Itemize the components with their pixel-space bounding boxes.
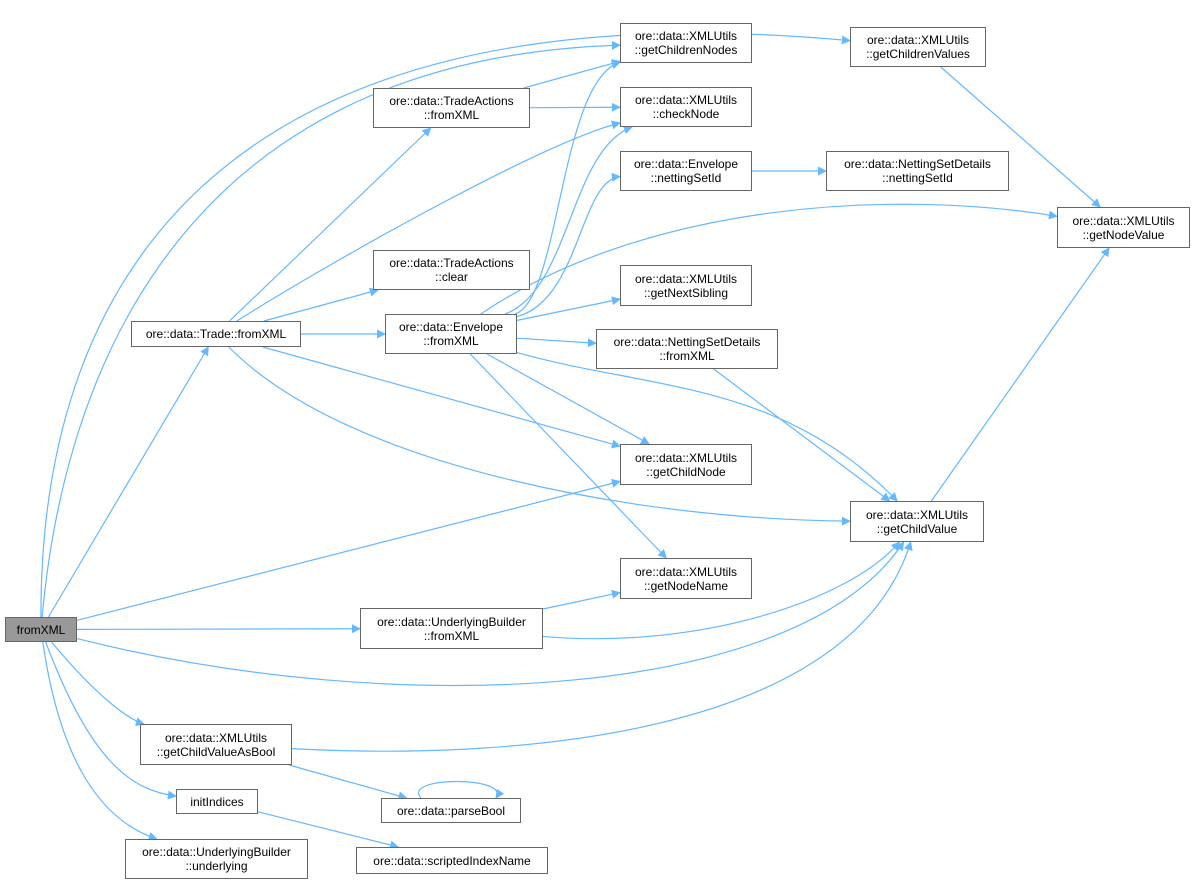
node-label: ore::data::XMLUtils (1072, 213, 1175, 228)
edge-trade-fromxml-to-get-child-node (262, 346, 621, 449)
node-label: ore::data::XMLUtils (634, 564, 738, 579)
node-label: ::checkNode (652, 107, 720, 121)
node-label: ore::data::XMLUtils (634, 450, 738, 465)
node-label: ore::data::Envelope (633, 157, 739, 171)
node-label: ::clear (435, 270, 468, 284)
node-get-children-values[interactable]: ore::data::XMLUtils::getChildrenValues (850, 27, 986, 67)
node-label: ::getChildrenNodes (634, 43, 738, 57)
node-label: ::nettingSetId (882, 171, 953, 185)
edge-get-child-value-as-bool-to-get-child-value (291, 541, 913, 752)
edge-root-to-get-child-node (76, 479, 621, 621)
edge-root-to-get-children-values (40, 32, 851, 618)
edge-env-fromxml-to-get-children-nodes (514, 60, 621, 315)
edge-trade-fromxml-to-ta-fromxml (229, 127, 432, 322)
edge-env-fromxml-to-get-node-name (469, 353, 667, 559)
edge-root-to-init-indices (45, 641, 177, 800)
edge-env-fromxml-to-nsd-fromxml (516, 337, 597, 348)
node-label: ::getNodeName (643, 578, 729, 593)
node-label: ::getChildrenValues (866, 47, 970, 61)
node-label: initIndices (190, 794, 244, 809)
edge-trade-fromxml-to-ta-clear (263, 287, 379, 322)
node-root: fromXML (5, 617, 77, 642)
edge-env-fromxml-to-check-node (504, 125, 633, 315)
node-ub-underlying[interactable]: ore::data::UnderlyingBuilder::underlying (125, 839, 308, 879)
edge-root-to-ub-underlying (42, 641, 158, 841)
node-label: ::underlying (185, 859, 248, 873)
node-label: ore::data::XMLUtils (634, 93, 738, 107)
node-ta-clear[interactable]: ore::data::TradeActions::clear (373, 250, 530, 290)
node-label: ::fromXML (423, 334, 479, 348)
node-label: ore::data::XMLUtils (866, 33, 970, 47)
node-label: ore::data::NettingSetDetails (613, 335, 761, 349)
node-ta-fromxml[interactable]: ore::data::TradeActions::fromXML (373, 88, 530, 128)
edge-root-to-trade-fromxml (47, 346, 209, 618)
node-label: ::fromXML (423, 108, 480, 122)
node-label: ore::data::parseBool (396, 803, 506, 818)
edge-root-to-get-child-value (76, 541, 905, 687)
node-label: ore::data::Envelope (398, 320, 504, 334)
node-trade-fromxml[interactable]: ore::data::Trade::fromXML (131, 321, 301, 347)
edge-trade-fromxml-to-get-child-value (228, 346, 851, 526)
node-label: ::getNodeValue (1082, 227, 1165, 242)
node-label: ore::data::XMLUtils (865, 507, 969, 522)
node-label: ore::data::Trade::fromXML (145, 327, 287, 341)
edge-root-to-ub-fromxml (76, 624, 361, 634)
node-label: ore::data::scriptedIndexName (373, 853, 531, 868)
node-nsd-nettingsetid[interactable]: ore::data::NettingSetDetails::nettingSet… (826, 151, 1009, 191)
node-parse-bool[interactable]: ore::data::parseBool (381, 798, 521, 823)
node-label: ore::data::NettingSetDetails (844, 157, 991, 171)
edge-init-indices-to-scripted-index-name (257, 811, 400, 850)
node-env-fromxml[interactable]: ore::data::Envelope::fromXML (385, 314, 517, 354)
node-label: ore::data::TradeActions (389, 256, 514, 270)
node-label: ore::data::XMLUtils (634, 29, 738, 43)
edge-ta-fromxml-to-get-children-nodes (523, 59, 621, 89)
node-label: ore::data::XMLUtils (164, 730, 268, 745)
edge-nsd-fromxml-to-get-child-value (713, 368, 891, 502)
edge-env-fromxml-to-env-nettingsetid (516, 172, 621, 318)
node-scripted-index-name[interactable]: ore::data::scriptedIndexName (356, 847, 548, 874)
node-label: ore::data::UnderlyingBuilder (377, 614, 526, 629)
edge-ub-fromxml-to-get-node-name (542, 589, 621, 610)
edge-parse-bool-to-parse-bool (417, 780, 505, 799)
edge-root-to-get-child-value-as-bool (51, 641, 145, 727)
node-init-indices[interactable]: initIndices (176, 789, 258, 814)
node-label: ore::data::UnderlyingBuilder (142, 845, 291, 859)
node-get-next-sibling[interactable]: ore::data::XMLUtils::getNextSibling (620, 265, 752, 306)
edge-env-fromxml-to-get-child-node (486, 353, 650, 445)
node-label: ore::data::TradeActions (389, 94, 514, 108)
node-env-nettingsetid[interactable]: ore::data::Envelope::nettingSetId (620, 151, 752, 191)
node-label: ore::data::XMLUtils (634, 271, 738, 286)
node-label: ::fromXML (659, 349, 715, 363)
node-label: ::getNextSibling (643, 285, 729, 300)
node-get-children-nodes[interactable]: ore::data::XMLUtils::getChildrenNodes (620, 23, 752, 63)
node-label: fromXML (16, 622, 66, 637)
node-label: ::getChildNode (646, 464, 726, 479)
edge-get-child-value-to-get-node-value (930, 247, 1110, 502)
node-get-node-name[interactable]: ore::data::XMLUtils::getNodeName (620, 558, 752, 599)
node-get-child-node[interactable]: ore::data::XMLUtils::getChildNode (620, 444, 752, 485)
edge-env-fromxml-to-get-next-sibling (516, 296, 621, 321)
node-nsd-fromxml[interactable]: ore::data::NettingSetDetails::fromXML (596, 329, 778, 369)
edge-trade-fromxml-to-check-node (236, 120, 621, 322)
edge-ub-fromxml-to-get-child-value (542, 541, 901, 640)
node-ub-fromxml[interactable]: ore::data::UnderlyingBuilder::fromXML (360, 608, 543, 649)
edge-root-to-get-children-nodes (41, 40, 621, 618)
node-label: ::getChildValue (876, 521, 958, 536)
node-check-node[interactable]: ore::data::XMLUtils::checkNode (620, 87, 752, 127)
edge-env-fromxml-to-get-node-value (480, 203, 1058, 315)
node-get-node-value[interactable]: ore::data::XMLUtils::getNodeValue (1057, 207, 1190, 248)
edge-get-children-values-to-get-node-value (940, 66, 1101, 208)
edge-get-child-value-as-bool-to-parse-bool (288, 764, 408, 801)
node-label: ::fromXML (423, 628, 480, 643)
edge-env-fromxml-to-get-child-value (516, 351, 898, 502)
node-label: ::nettingSetId (650, 171, 722, 185)
node-get-child-value[interactable]: ore::data::XMLUtils::getChildValue (850, 501, 984, 542)
node-get-child-value-as-bool[interactable]: ore::data::XMLUtils::getChildValueAsBool (140, 724, 292, 765)
node-label: ::getChildValueAsBool (156, 744, 276, 759)
